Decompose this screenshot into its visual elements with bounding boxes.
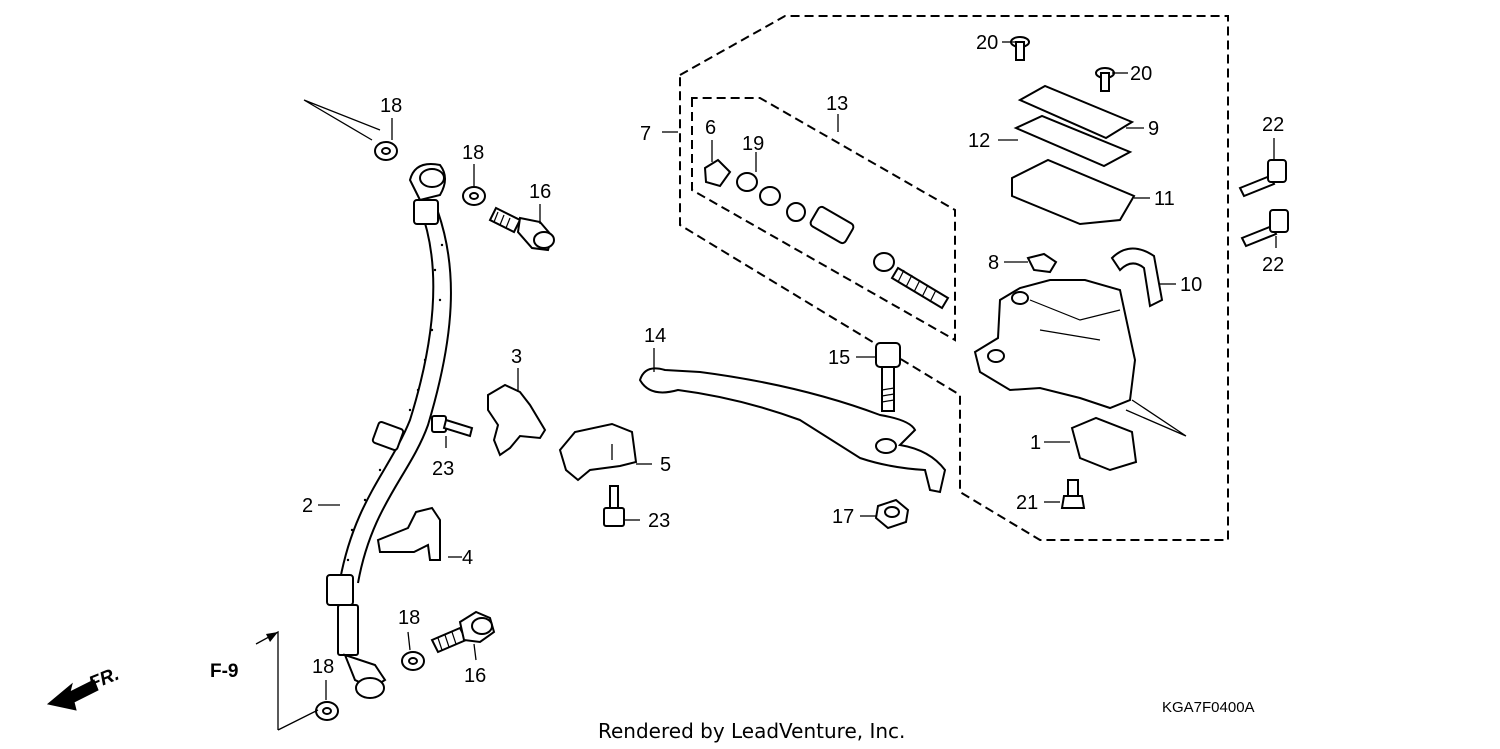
arrow-pointer-master-cylinder (1125, 399, 1187, 437)
callout-20-top: 20 (976, 32, 998, 54)
screw-22-top[interactable] (1238, 159, 1287, 198)
callout-12: 12 (968, 130, 990, 152)
callout-6: 6 (705, 117, 716, 139)
callout-11: 11 (1154, 188, 1175, 210)
credit-text: Rendered by LeadVenture, Inc. (598, 719, 905, 743)
piston-kit-group-outline (691, 97, 956, 342)
callout-18-top: 18 (462, 142, 484, 164)
washer-18-bottom[interactable] (315, 701, 339, 721)
master-cylinder-group-outline (679, 15, 1229, 541)
callout-8: 8 (988, 252, 999, 274)
front-arrow-icon (46, 679, 99, 711)
screw-20-top[interactable] (1010, 36, 1030, 61)
callout-2: 2 (302, 495, 313, 517)
callout-5: 5 (660, 454, 671, 476)
callout-4: 4 (462, 547, 473, 569)
callout-18-lower: 18 (398, 607, 420, 629)
callout-16-bottom: 16 (464, 665, 486, 687)
callout-15: 15 (828, 347, 850, 369)
brake-light-switch-1[interactable] (1070, 416, 1138, 472)
arrow-pointer-hose-top (303, 99, 381, 141)
callout-10: 10 (1180, 274, 1202, 296)
bolt-23-left[interactable] (431, 415, 474, 438)
reference-f9[interactable]: F-9 (210, 630, 319, 731)
washer-18-top-left[interactable] (374, 141, 398, 161)
callout-17: 17 (832, 506, 854, 528)
diaphragm-11[interactable] (1011, 158, 1136, 226)
piston-kit-13[interactable] (703, 158, 950, 310)
callout-19: 19 (742, 133, 764, 155)
oil-bolt-16-top[interactable] (488, 206, 555, 252)
hose-clamp-4[interactable] (376, 506, 441, 561)
callout-14: 14 (644, 325, 666, 347)
callout-23-right: 23 (648, 510, 670, 532)
brake-lever-14[interactable] (638, 367, 947, 494)
nut-17[interactable] (874, 498, 910, 530)
callout-21: 21 (1016, 492, 1038, 514)
leader-lines (318, 41, 1277, 700)
screw-22-bottom[interactable] (1240, 209, 1289, 248)
plate-8[interactable] (1026, 252, 1058, 274)
master-cylinder-body[interactable] (973, 279, 1137, 410)
master-cylinder-holder-10[interactable] (1110, 247, 1164, 308)
reference-f9-label: F-9 (210, 661, 239, 682)
front-label: FR. (86, 664, 122, 695)
washer-18-top[interactable] (462, 186, 486, 206)
callout-3: 3 (511, 346, 522, 368)
bracket-3[interactable] (487, 383, 547, 457)
washer-18-lower[interactable] (401, 651, 425, 671)
lever-pivot-hole (875, 438, 897, 454)
bolt-23-right[interactable] (603, 485, 625, 527)
pivot-bolt-15[interactable] (875, 342, 901, 412)
callout-22-top: 22 (1262, 114, 1284, 136)
callout-18-top-left: 18 (380, 95, 402, 117)
callout-18-bottom: 18 (312, 656, 334, 678)
callout-13: 13 (826, 93, 848, 115)
brake-hose[interactable] (326, 163, 452, 699)
front-direction-indicator: FR. (46, 664, 122, 711)
screw-21[interactable] (1060, 479, 1086, 509)
callout-9: 9 (1148, 118, 1159, 140)
diagram-code: KGA7F0400A (1162, 699, 1255, 716)
oil-bolt-16-bottom[interactable] (430, 610, 496, 654)
callout-23-left: 23 (432, 458, 454, 480)
screw-20-right[interactable] (1095, 67, 1115, 92)
callout-1: 1 (1030, 432, 1041, 454)
callout-16-top: 16 (529, 181, 551, 203)
callout-22-bottom: 22 (1262, 254, 1284, 276)
callout-20-right: 20 (1130, 63, 1152, 85)
reservoir-cap-9[interactable] (1017, 84, 1135, 140)
holder-5[interactable] (558, 422, 638, 482)
callout-7: 7 (640, 123, 651, 145)
diaphragm-plate-12[interactable] (1013, 114, 1133, 168)
